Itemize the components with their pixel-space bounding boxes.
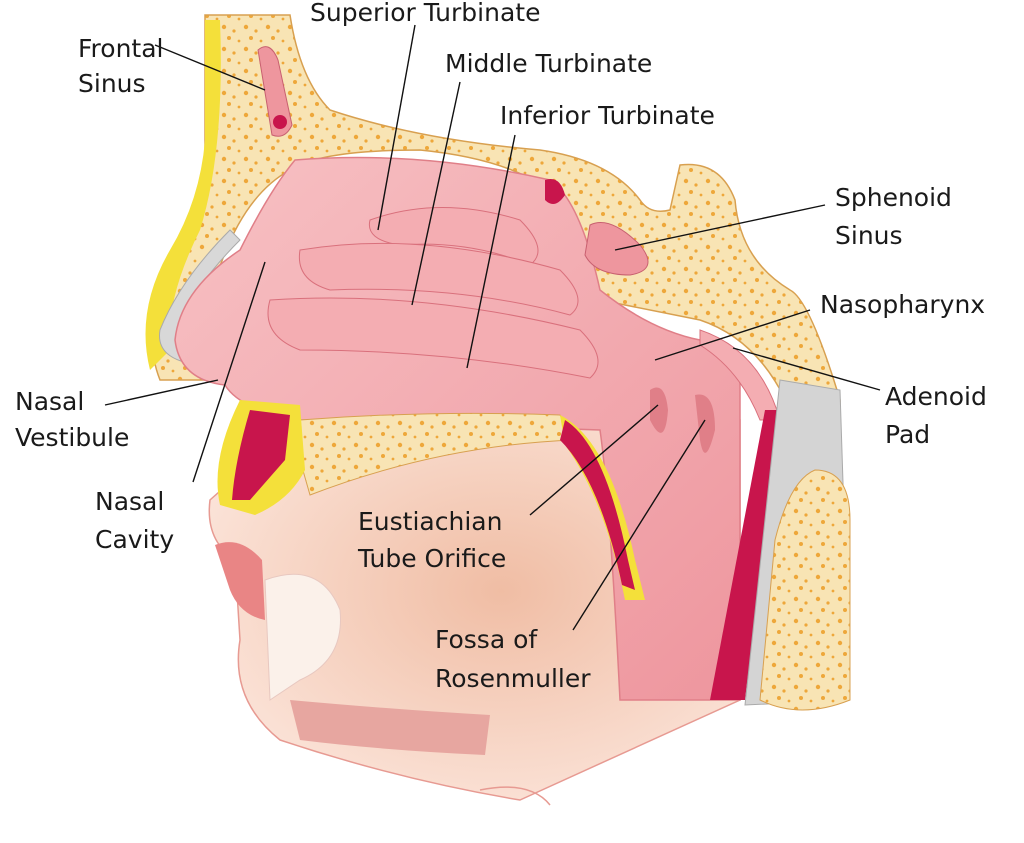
label-adenoid-pad-2: Pad (885, 420, 930, 449)
leader-nasal-vestibule (104, 379, 219, 406)
inferior-turbinate (267, 297, 599, 379)
leader-fossa-rosenmuller (572, 419, 706, 631)
leader-middle-turbinate (411, 81, 461, 306)
label-superior-turbinate: Superior Turbinate (310, 0, 540, 27)
label-fossa-2: Rosenmuller (435, 664, 591, 693)
frontal-sinus-opening (273, 115, 287, 129)
tongue-floor (290, 700, 490, 755)
label-frontal-sinus-1: Frontal (78, 34, 164, 63)
leader-lines (104, 24, 881, 631)
label-nasal-vestibule-1: Nasal (15, 387, 84, 416)
sphenoid-opening (545, 179, 565, 204)
cervical-vertebra (759, 469, 851, 711)
label-eustachian-2: Tube Orifice (357, 544, 506, 573)
sphenoid-sinus (584, 222, 649, 276)
pharyngeal-muscle (710, 410, 780, 700)
lip (215, 542, 265, 620)
label-inferior-turbinate: Inferior Turbinate (500, 101, 715, 130)
labels: Frontal Sinus Superior Turbinate Middle … (15, 0, 987, 693)
label-sphenoid-sinus-1: Sphenoid (835, 183, 952, 212)
leader-adenoid-pad (732, 347, 881, 391)
label-adenoid-pad-1: Adenoid (885, 382, 987, 411)
label-eustachian-1: Eustiachian (358, 507, 502, 536)
soft-palate-muscle (560, 420, 635, 590)
label-nasal-vestibule-2: Vestibule (15, 423, 129, 452)
leader-nasopharynx (654, 309, 811, 361)
label-middle-turbinate: Middle Turbinate (445, 49, 652, 78)
leader-nasal-cavity (192, 261, 266, 483)
label-nasopharynx: Nasopharynx (820, 290, 985, 319)
neck-line (479, 786, 551, 806)
label-sphenoid-sinus-2: Sinus (835, 221, 903, 250)
leader-sphenoid-sinus (614, 204, 826, 251)
upper-lip-muscle (232, 410, 290, 500)
teeth (264, 573, 341, 701)
fossa-of-rosenmuller (695, 394, 715, 453)
label-nasal-cavity-1: Nasal (95, 487, 164, 516)
leader-superior-turbinate (377, 24, 416, 231)
frontal-sinus (257, 46, 293, 137)
leader-frontal-sinus (154, 44, 266, 91)
label-fossa-1: Fossa of (435, 625, 538, 654)
label-frontal-sinus-2: Sinus (78, 69, 146, 98)
leader-inferior-turbinate (466, 134, 516, 369)
nasal-fat-layer (145, 20, 221, 370)
eustachian-tube-orifice (650, 387, 668, 433)
label-nasal-cavity-2: Cavity (95, 525, 174, 554)
leader-eustachian-tube (529, 404, 659, 516)
